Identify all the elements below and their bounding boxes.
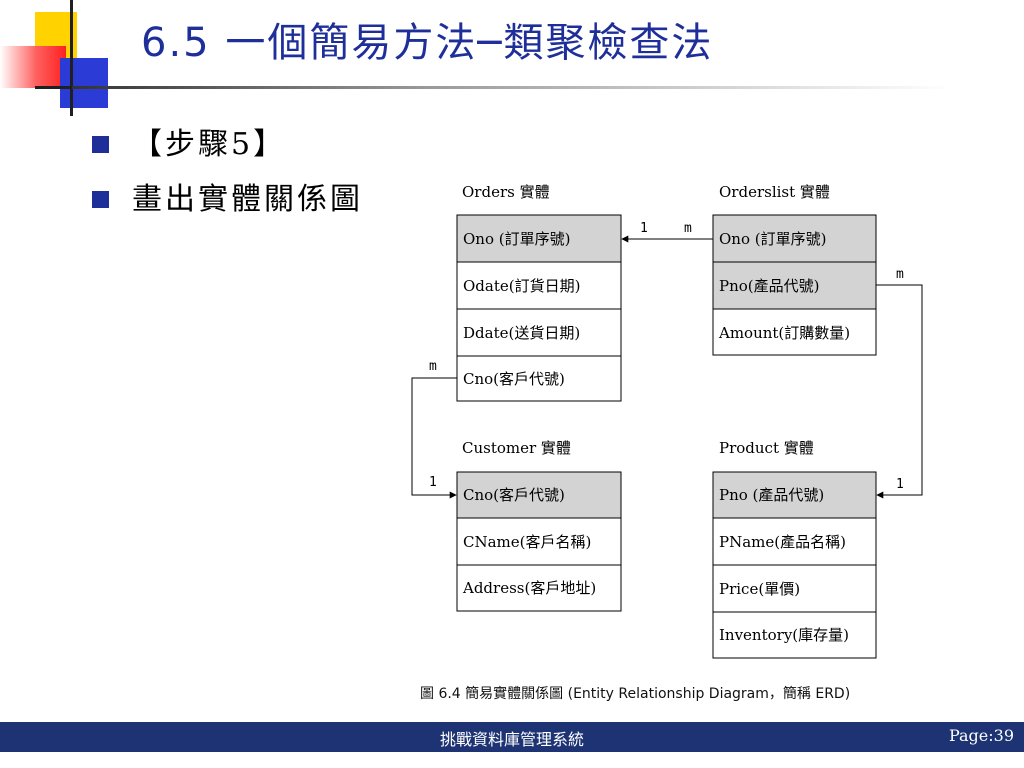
- bullet-item-step: 【步驟5】: [92, 120, 363, 175]
- bullet-text: 【步驟5】: [132, 127, 287, 162]
- entity-attr-row: [456, 517, 622, 566]
- entity-key-row: [456, 214, 622, 263]
- relation-customer-orders: m 1: [411, 359, 457, 499]
- page-title: 6.5 一個簡易方法─類聚檢查法: [141, 20, 714, 66]
- cardinality-many: m: [684, 221, 692, 236]
- entity-key-row: [712, 214, 877, 263]
- erd-diagram: Orders 實體 Ono (訂單序號) Odate(訂貨日期) Ddate(送…: [411, 183, 923, 659]
- decor-red-block: [0, 46, 66, 88]
- decor-vertical-line: [70, 0, 73, 116]
- entity-attr: PName(產品名稱): [719, 533, 846, 551]
- entity-title: Orders 實體: [462, 183, 550, 201]
- footer-book-title: 挑戰資料庫管理系統: [439, 730, 584, 749]
- relation-arrow: [876, 284, 923, 499]
- cardinality-one: 1: [640, 221, 648, 236]
- bullet-list: 【步驟5】 畫出實體關係圖: [92, 120, 363, 230]
- entity-attr: Price(單價): [719, 580, 800, 598]
- entity-attr: Cno(客戶代號): [463, 486, 565, 504]
- decor-blue-block: [60, 58, 108, 108]
- entity-key-row: [712, 471, 877, 519]
- entity-title: Customer 實體: [462, 439, 571, 457]
- entity-attr: Ddate(送貨日期): [463, 324, 580, 342]
- bullet-square-icon: [92, 191, 109, 208]
- entity-attr-row: [456, 261, 622, 310]
- entity-attr-row: [712, 611, 877, 659]
- entity-attr: Pno (產品代號): [719, 486, 824, 504]
- entity-product: Product 實體 Pno (產品代號) PName(產品名稱) Price(…: [712, 439, 877, 659]
- entity-customer: Customer 實體 Cno(客戶代號) CName(客戶名稱) Addres…: [456, 439, 622, 612]
- cardinality-one: 1: [429, 475, 437, 490]
- entity-orderslist: Orderslist 實體 Ono (訂單序號) Pno(產品代號) Amoun…: [712, 183, 877, 356]
- entity-attr-row: [456, 355, 622, 402]
- entity-attr: Ono (訂單序號): [463, 230, 570, 248]
- entity-title: Orderslist 實體: [719, 183, 830, 201]
- page-number: Page:39: [948, 726, 1014, 745]
- relation-orders-orderslist: 1 m: [621, 221, 713, 243]
- entity-attr: Ono (訂單序號): [719, 230, 826, 248]
- entity-attr: Cno(客戶代號): [463, 370, 565, 388]
- entity-attr: Odate(訂貨日期): [463, 277, 580, 295]
- entity-attr-row: [456, 308, 622, 357]
- title-underline: [72, 86, 952, 89]
- relation-arrow: [411, 377, 457, 499]
- bullet-text: 畫出實體關係圖: [132, 182, 363, 217]
- footer-bar: 挑戰資料庫管理系統 Page:39: [0, 722, 1024, 752]
- entity-attr-row: [712, 517, 877, 566]
- bullet-square-icon: [92, 136, 109, 153]
- entity-attr: Amount(訂購數量): [718, 324, 850, 342]
- entity-attr: Inventory(庫存量): [719, 626, 849, 644]
- entity-key-row: [712, 261, 877, 310]
- entity-title: Product 實體: [719, 439, 814, 457]
- cardinality-one: 1: [896, 477, 904, 492]
- relation-product-orderslist: m 1: [876, 267, 923, 499]
- bullet-item-draw-erd: 畫出實體關係圖: [92, 175, 363, 230]
- cardinality-many: m: [896, 267, 904, 282]
- entity-orders: Orders 實體 Ono (訂單序號) Odate(訂貨日期) Ddate(送…: [456, 183, 622, 402]
- entity-attr-row: [456, 564, 622, 612]
- entity-attr-row: [712, 308, 877, 356]
- entity-attr: Pno(產品代號): [719, 277, 820, 295]
- entity-attr-row: [712, 564, 877, 613]
- cardinality-many: m: [429, 359, 437, 374]
- entity-attr: CName(客戶名稱): [463, 533, 591, 551]
- entity-attr: Address(客戶地址): [462, 579, 596, 597]
- figure-caption: 圖 6.4 簡易實體關係圖 (Entity Relationship Diagr…: [420, 686, 851, 702]
